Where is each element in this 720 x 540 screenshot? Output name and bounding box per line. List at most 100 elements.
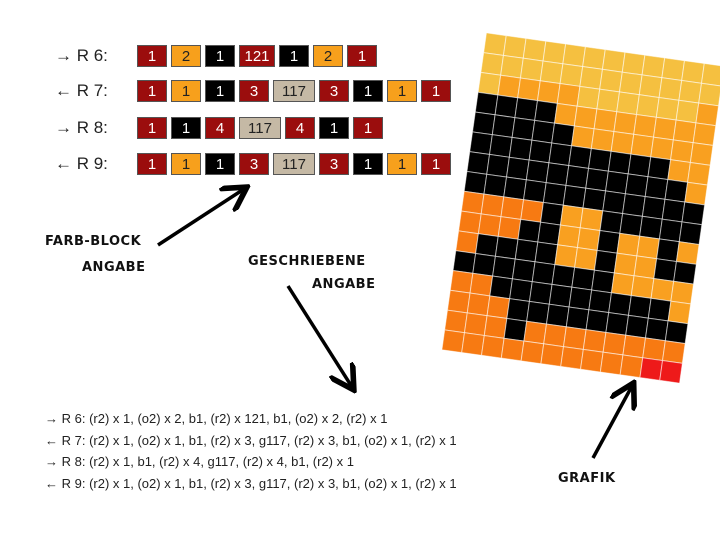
grid-cell	[664, 320, 689, 345]
color-block: 1	[387, 153, 417, 175]
grid-cell	[571, 266, 596, 291]
color-block: 1	[205, 153, 235, 175]
grid-cell	[576, 85, 601, 110]
grid-cell	[641, 54, 666, 79]
color-block: 117	[239, 117, 281, 139]
grid-cell	[619, 213, 643, 237]
grid-cell	[647, 156, 672, 181]
grid-cell	[554, 244, 578, 268]
grid-cell	[469, 131, 493, 156]
grid-cell	[639, 215, 663, 240]
color-block: 1	[421, 80, 451, 102]
grid-cell	[574, 247, 598, 271]
grid-cell	[610, 130, 635, 155]
grid-cell	[486, 295, 511, 320]
grid-cell	[605, 170, 629, 195]
grid-cell	[644, 317, 669, 342]
grid-cell	[444, 309, 468, 334]
color-block: 1	[387, 80, 417, 102]
color-block: 3	[239, 153, 269, 175]
grid-cell	[540, 201, 564, 226]
grid-cell	[590, 128, 615, 152]
color-block: 1	[137, 45, 167, 67]
grid-cell	[494, 94, 519, 119]
grid-cell	[480, 334, 505, 359]
grid-cell	[582, 46, 606, 70]
grid-cell	[477, 71, 502, 96]
color-block: 1	[353, 117, 383, 139]
grid-cell	[511, 117, 536, 141]
grid-cell	[602, 190, 626, 215]
grid-cell	[543, 323, 567, 348]
grid-cell	[500, 54, 524, 79]
written-line-r6: → R 6: (r2) x 1, (o2) x 2, b1, (r2) x 12…	[45, 411, 388, 426]
grid-cell	[695, 102, 720, 127]
grid-cell	[528, 281, 553, 305]
grid-cell	[579, 207, 604, 232]
grid-cell	[627, 153, 652, 178]
grid-cell	[528, 139, 553, 164]
grid-cell	[599, 68, 623, 93]
grid-cell	[650, 277, 675, 302]
grid-cell	[534, 100, 558, 124]
grid-cell	[463, 170, 488, 195]
grid-cell	[480, 52, 505, 76]
grid-cell	[642, 337, 666, 362]
pattern-grafik	[441, 32, 720, 384]
grid-cell	[616, 91, 640, 116]
grid-cell	[460, 190, 485, 215]
grid-cell	[514, 97, 539, 121]
color-block: 1	[279, 45, 309, 67]
grid-cell	[596, 88, 621, 113]
grid-cell	[681, 60, 705, 84]
grid-cell	[625, 314, 649, 339]
color-block: 2	[171, 45, 201, 67]
written-line-r7: ← R 7: (r2) x 1, (o2) x 1, b1, (r2) x 3,…	[45, 432, 457, 448]
row-label: → R 8:	[55, 118, 108, 137]
grid-cell	[630, 133, 655, 158]
grid-cell	[687, 161, 711, 186]
grid-cell	[602, 331, 627, 356]
grid-cell	[474, 91, 499, 116]
color-block: 1	[137, 117, 167, 139]
grid-cell	[520, 199, 544, 223]
grid-cell	[559, 63, 584, 87]
grid-cell	[548, 142, 573, 167]
grid-cell	[542, 182, 567, 206]
grid-cell	[488, 134, 513, 158]
grid-cell	[441, 329, 466, 354]
grid-cell	[678, 221, 703, 246]
grid-cell	[503, 176, 527, 201]
grid-cell	[689, 142, 714, 166]
grid-cell	[562, 326, 587, 350]
grid-cell	[531, 261, 556, 286]
grid-cell	[599, 210, 624, 234]
grid-cell	[652, 116, 677, 141]
grid-cell	[670, 280, 695, 305]
grid-cell	[591, 269, 615, 294]
grid-cell	[508, 136, 533, 161]
color-block: 1	[353, 80, 383, 102]
grid-cell	[627, 295, 652, 319]
written-line-r8: → R 8: (r2) x 1, b1, (r2) x 4, g117, (r2…	[45, 454, 354, 469]
grid-cell	[672, 119, 697, 144]
color-block: 3	[239, 80, 269, 102]
grid-cell	[494, 235, 519, 260]
grid-cell	[650, 136, 674, 161]
grid-cell	[545, 162, 570, 186]
grid-cell	[472, 252, 496, 277]
grid-cell	[570, 125, 595, 150]
grid-cell	[675, 241, 700, 265]
grid-cell	[607, 150, 632, 175]
grid-cell	[588, 289, 613, 314]
grid-cell	[463, 312, 488, 337]
color-block: 1	[205, 80, 235, 102]
color-block: 1	[171, 153, 201, 175]
grid-cell	[579, 348, 604, 373]
grid-cell	[466, 292, 491, 317]
grid-cell	[576, 227, 601, 251]
